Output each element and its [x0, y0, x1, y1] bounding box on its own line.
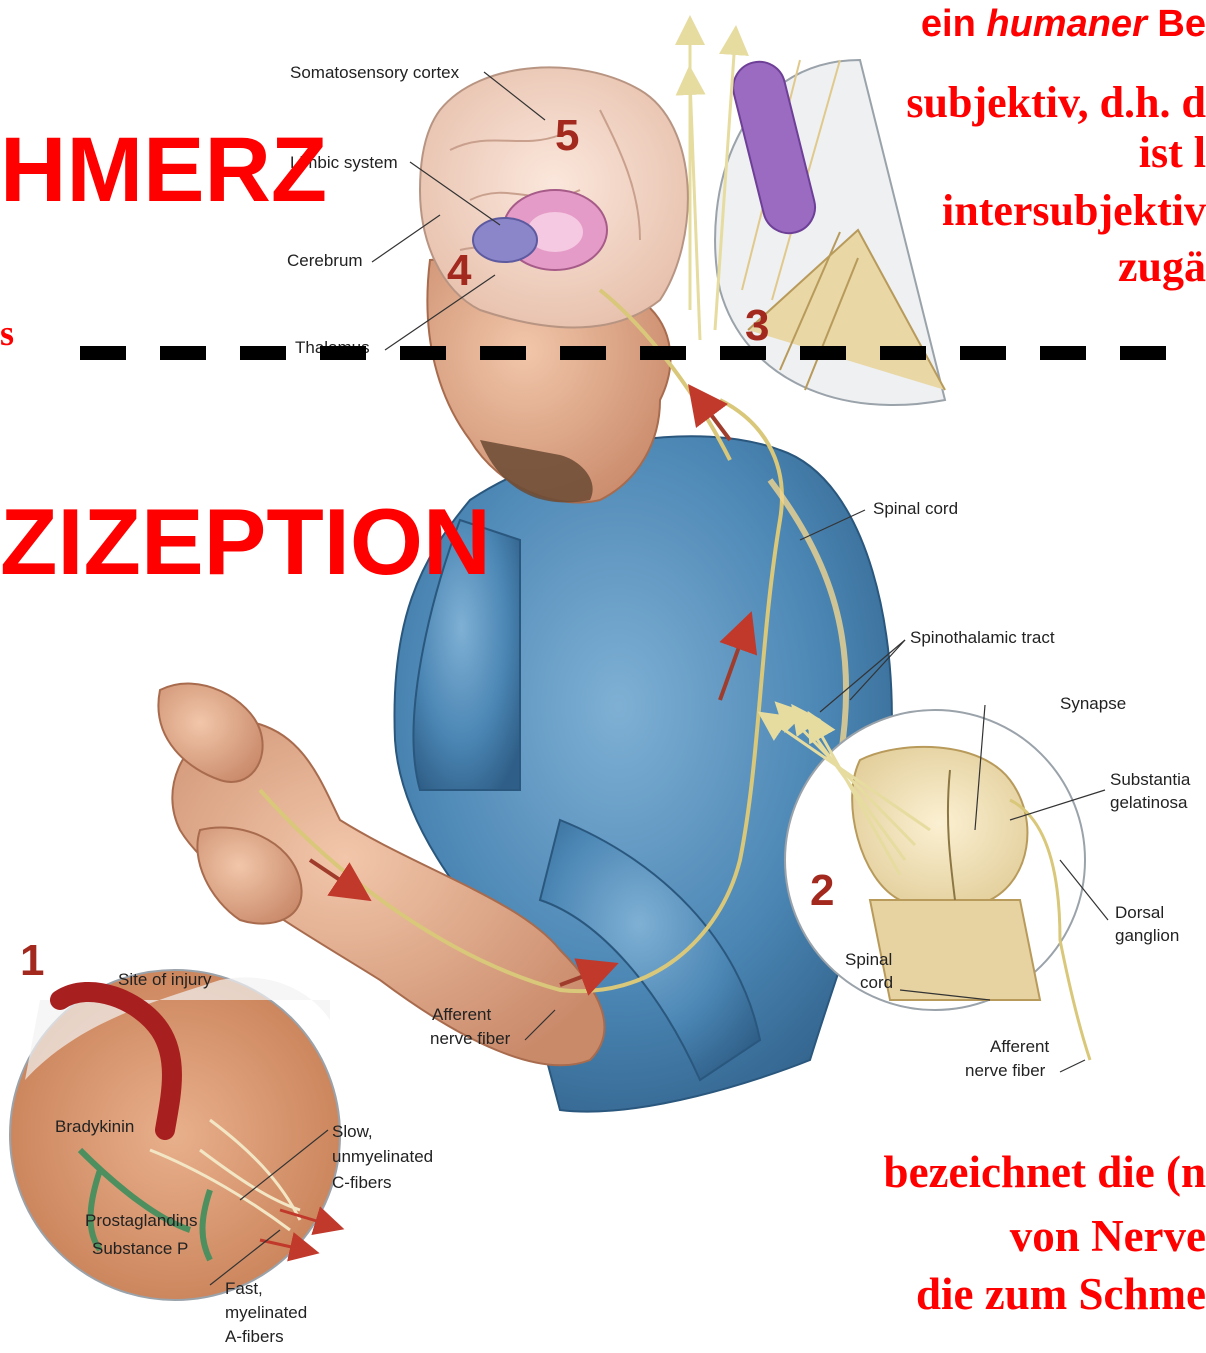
label-prostaglandins: Prostaglandins: [85, 1211, 197, 1230]
label-spinothalamic-tract: Spinothalamic tract: [910, 628, 1055, 647]
label-bradykinin: Bradykinin: [55, 1117, 134, 1136]
label-slow-line3: C-fibers: [332, 1173, 392, 1192]
bottom-right-line3: die zum Schme: [916, 1270, 1206, 1318]
label-fast-line3: A-fibers: [225, 1327, 284, 1346]
label-spinal-cord: Spinal cord: [873, 499, 958, 518]
top-right-line1-emphasis: humaner: [986, 3, 1146, 45]
label-fast-line2: myelinated: [225, 1303, 307, 1322]
label-afferent-arm-line2: nerve fiber: [430, 1029, 511, 1048]
label-spinal-cord-inset-line1: Spinal: [845, 950, 892, 969]
bottom-right-line1: bezeichnet die (n: [884, 1148, 1206, 1196]
heading-nozizeption: ZIZEPTION: [0, 495, 491, 589]
label-slow-line2: unmyelinated: [332, 1147, 433, 1166]
step-number-1: 1: [20, 936, 44, 985]
label-synapse: Synapse: [1060, 694, 1126, 713]
label-dorsal-line2: ganglion: [1115, 926, 1179, 945]
step-number-5: 5: [555, 111, 579, 160]
step-number-2: 2: [810, 866, 834, 915]
heading-fragment-s: s: [0, 315, 14, 351]
label-cerebrum: Cerebrum: [287, 251, 363, 270]
label-slow-line1: Slow,: [332, 1122, 373, 1141]
label-substance-p: Substance P: [92, 1239, 188, 1258]
bottom-right-line2: von Nerve: [1010, 1212, 1206, 1260]
top-right-line2: subjektiv, d.h. d: [906, 80, 1206, 126]
label-afferent-arm-line1: Afferent: [432, 1005, 492, 1024]
label-somatosensory-cortex: Somatosensory cortex: [290, 63, 460, 82]
top-right-line1: ein humaner Be: [921, 4, 1206, 44]
label-spinal-cord-inset-line2: cord: [860, 973, 893, 992]
heading-schmerz: HMERZ: [0, 124, 327, 216]
label-substantia-line1: Substantia: [1110, 770, 1191, 789]
step-number-4: 4: [447, 246, 472, 295]
top-right-line5: zugä: [1118, 244, 1206, 290]
label-fast-line1: Fast,: [225, 1279, 263, 1298]
label-site-of-injury: Site of injury: [118, 970, 212, 989]
step-number-3: 3: [745, 301, 769, 350]
label-substantia-line2: gelatinosa: [1110, 793, 1188, 812]
top-right-line4: intersubjektiv: [942, 188, 1206, 234]
top-right-line1-pre: ein: [921, 3, 986, 45]
top-right-line1-post: Be: [1147, 3, 1206, 45]
label-dorsal-line1: Dorsal: [1115, 903, 1164, 922]
top-right-line3: ist l: [1139, 130, 1206, 176]
label-afferent-inset-line2: nerve fiber: [965, 1061, 1046, 1080]
label-afferent-inset-line1: Afferent: [990, 1037, 1050, 1056]
